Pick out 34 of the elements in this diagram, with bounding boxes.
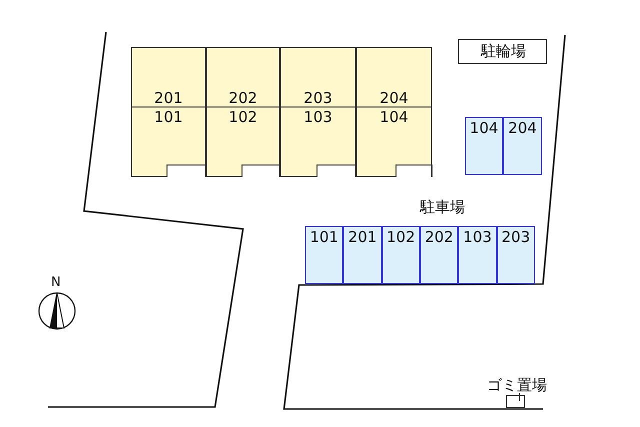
parking-space (305, 226, 344, 284)
upper-room-number: 201 (153, 90, 184, 106)
parking-space (458, 226, 497, 284)
area-label: 駐輪場 (481, 43, 526, 60)
parking-area-label: 駐車場 (420, 199, 465, 216)
lower-room-number: 101 (153, 109, 184, 125)
apartment-unit (280, 47, 356, 177)
upper-room-number: 203 (302, 90, 334, 106)
space-number: 203 (500, 229, 532, 245)
parking-space (343, 226, 382, 284)
space-number: 101 (308, 229, 340, 245)
parking-space (382, 226, 420, 284)
lower-room-number: 104 (378, 109, 410, 125)
lower-room-number: 103 (302, 109, 334, 125)
north-label: N (51, 276, 61, 289)
upper-room-number: 204 (378, 90, 410, 106)
parking-space (496, 226, 535, 284)
space-number: 103 (462, 229, 493, 245)
garbage-area-box (506, 395, 525, 408)
bicycle-parking-box (458, 39, 547, 64)
parking-space (465, 117, 503, 175)
space-number: 204 (507, 120, 538, 136)
upper-room-number: 202 (228, 90, 258, 106)
parking-space (420, 226, 458, 284)
apartment-unit (356, 47, 432, 177)
space-number: 104 (468, 120, 500, 136)
space-number: 201 (347, 229, 378, 245)
parking-space (503, 117, 542, 175)
lower-room-number: 102 (228, 109, 258, 125)
apartment-unit (131, 47, 206, 177)
apartment-unit (206, 47, 280, 177)
area-label: ゴミ置場 (487, 377, 547, 394)
space-number: 102 (386, 229, 416, 245)
space-number: 202 (424, 229, 454, 245)
